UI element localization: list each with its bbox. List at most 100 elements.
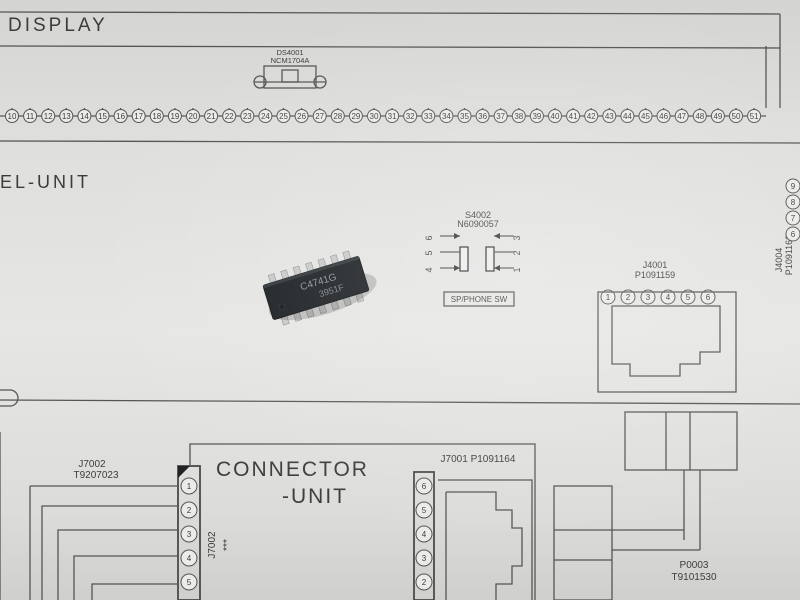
display-pin-circle — [511, 109, 526, 123]
display-pin: 31 — [385, 109, 400, 123]
display-pin-label: 42 — [587, 112, 596, 121]
display-pin-label: 32 — [406, 112, 415, 121]
display-pin: 48 — [692, 109, 707, 123]
display-pin: 24 — [258, 109, 273, 123]
display-pin: 11 — [23, 109, 38, 123]
display-pin: 39 — [529, 109, 544, 123]
jack-pin: 1 — [600, 289, 616, 305]
display-pin-circle — [674, 109, 689, 123]
display-pin-label: 21 — [207, 112, 216, 121]
ic-chip: C4741G 3951F — [262, 250, 377, 326]
p0003-ref: P0003 — [680, 560, 709, 571]
display-pin-label: 49 — [713, 112, 722, 121]
side-pin-label: 6 — [791, 230, 796, 239]
side-pin-circle — [785, 178, 800, 194]
display-pin-circle — [204, 109, 219, 123]
j7001-label: J7001 P1091164 — [441, 454, 516, 465]
display-pin: 14 — [77, 109, 92, 123]
j7001-pin: 3 — [415, 549, 433, 567]
side-pin: 9 — [785, 178, 800, 194]
display-pin-label: 15 — [98, 112, 107, 121]
display-pin: 27 — [312, 109, 327, 123]
side-pin-label: 8 — [791, 198, 796, 207]
display-pin-label: 33 — [424, 112, 433, 121]
jack-pin-label: 4 — [666, 293, 671, 302]
conn-pin: 1 — [180, 477, 198, 495]
jack-pin-circle — [660, 289, 676, 305]
display-pin-label: 47 — [677, 112, 686, 121]
j7001-pin-label: 6 — [422, 482, 427, 491]
j7001-pin-label: 3 — [422, 554, 427, 563]
display-pin-label: 50 — [732, 112, 741, 121]
display-pin-circle — [276, 109, 291, 123]
conn-pin-circle — [180, 525, 198, 543]
jack-pin: 4 — [660, 289, 676, 305]
conn-pin-label: 4 — [187, 554, 192, 563]
display-pin-circle — [41, 109, 56, 123]
display-pin: 36 — [475, 109, 490, 123]
display-pin-label: 11 — [26, 112, 35, 121]
display-pin-label: 30 — [370, 112, 379, 121]
conn-pin-circle — [180, 477, 198, 495]
switch-left-pin-2: 5 — [424, 250, 434, 255]
switch-right-pin-1: 3 — [512, 235, 522, 240]
display-pin: 20 — [186, 109, 200, 123]
display-pin-label: 10 — [8, 112, 17, 121]
p0003-block: P0003 T9101530 — [553, 411, 738, 600]
jack-pin-label: 3 — [646, 293, 651, 302]
jack-pin-circle — [640, 289, 656, 305]
display-pin: 21 — [204, 109, 219, 123]
display-pin: 46 — [656, 109, 671, 123]
j7001-pin-circle — [415, 477, 433, 495]
display-pin-circle — [403, 109, 418, 123]
side-pin-circle — [785, 226, 800, 242]
display-pin-circle — [475, 109, 490, 123]
display-pin-label: 35 — [460, 112, 469, 121]
j7001-pin-column: 6 5 4 3 2 — [415, 477, 433, 591]
display-pin-circle — [113, 109, 128, 123]
display-pin-circle — [5, 109, 19, 123]
conn-pin-label: 1 — [187, 482, 192, 491]
display-pin: 45 — [638, 109, 653, 123]
j7001-pin-circle — [415, 549, 433, 567]
display-pin: 43 — [602, 109, 617, 123]
conn-pin-label: 5 — [187, 578, 192, 587]
conn-pin: 3 — [180, 525, 198, 543]
j7001-pin-label: 5 — [422, 506, 427, 515]
display-pin-circle — [258, 109, 273, 123]
display-pin-label: 37 — [496, 112, 505, 121]
connector-title-line1: CONNECTOR — [216, 458, 369, 481]
jack-pin-label: 1 — [606, 293, 611, 302]
side-pin-label: 9 — [791, 182, 796, 191]
j7001-pin: 2 — [415, 573, 433, 591]
j7001-pin-label: 4 — [422, 530, 427, 539]
display-pin-label: 23 — [243, 112, 252, 121]
conn-stars: *** — [222, 539, 233, 551]
display-pin-label: 40 — [551, 112, 560, 121]
display-pin-circle — [584, 109, 599, 123]
display-pin: 29 — [348, 109, 363, 123]
switch-left-pin-1: 6 — [424, 235, 434, 240]
display-pin-circle — [294, 109, 309, 123]
display-part: NCM1704A — [271, 56, 310, 65]
side-pin-label: 7 — [791, 214, 796, 223]
display-pin-circle — [222, 109, 237, 123]
display-pin: 18 — [149, 109, 164, 123]
display-pin-circle — [421, 109, 436, 123]
display-pin: 30 — [367, 109, 381, 123]
display-pin: 10 — [5, 109, 19, 123]
switch-part: N6090057 — [457, 219, 499, 229]
conn-pin: 4 — [180, 549, 198, 567]
switch-right-pin-3: 1 — [512, 267, 522, 272]
display-pin-circle — [656, 109, 671, 123]
j7001-pin-circle — [415, 501, 433, 519]
conn-part: T9207023 — [73, 470, 118, 481]
display-pin-circle — [529, 109, 544, 123]
display-pin-circle — [439, 109, 454, 123]
